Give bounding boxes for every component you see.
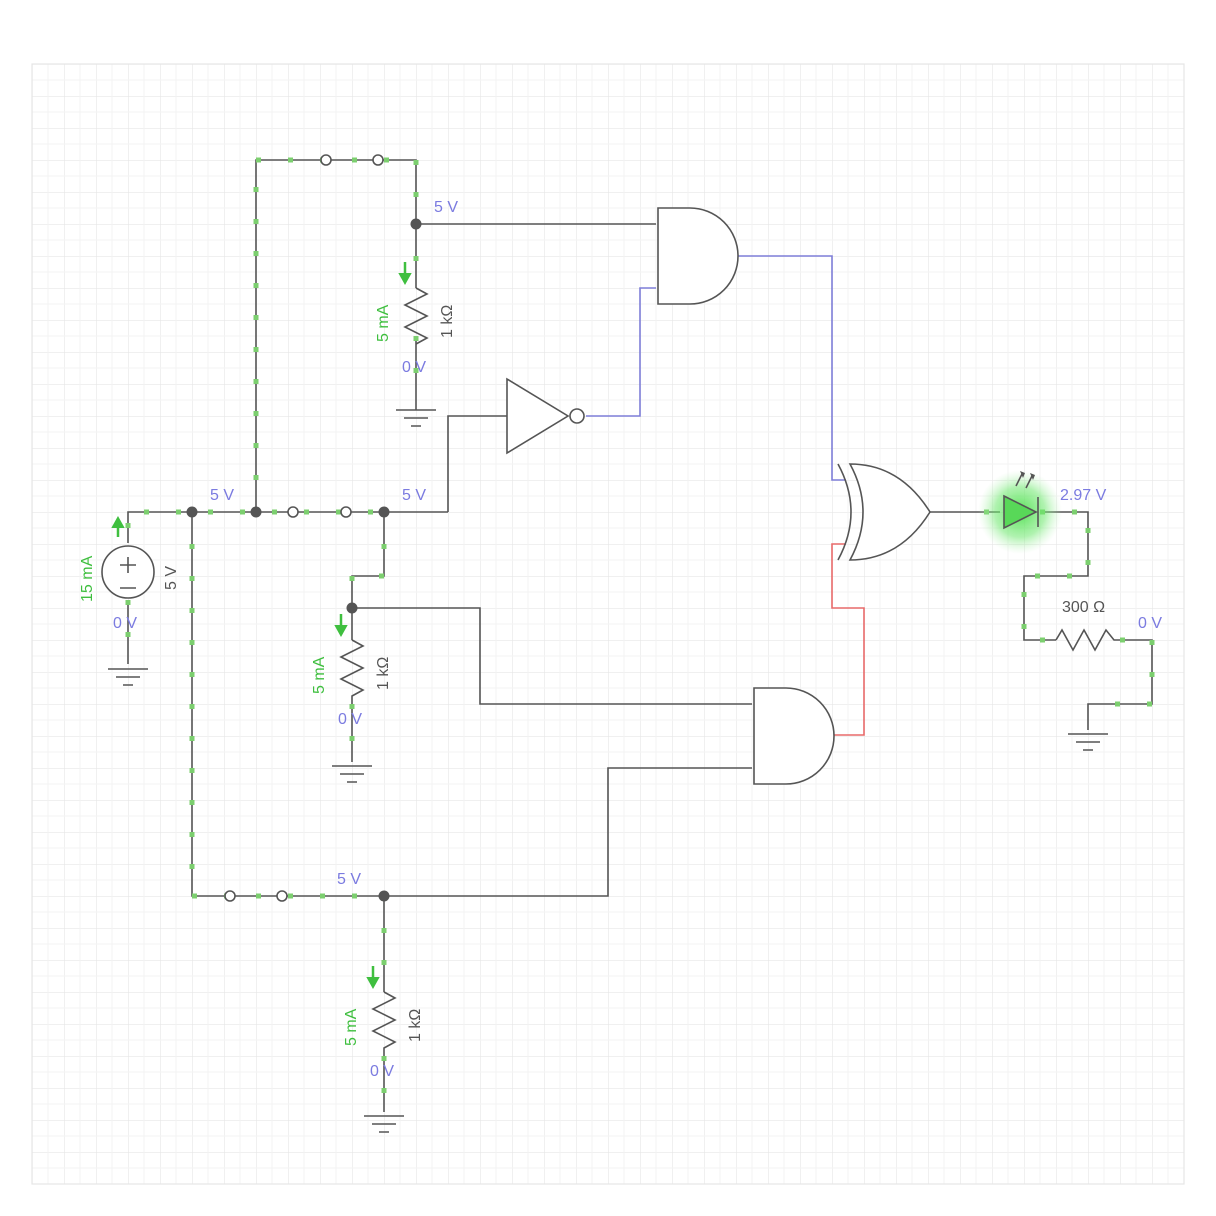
- led-voltage-label: 2.97 V: [1060, 487, 1107, 504]
- switch-contact[interactable]: [320, 154, 332, 166]
- ground-icon: [364, 1115, 404, 1133]
- switch-contact[interactable]: [287, 506, 299, 518]
- resistor-bottom-bottom-voltage: 0 V: [370, 1063, 394, 1080]
- resistor-mid-bottom-voltage: 0 V: [338, 711, 362, 728]
- switch-contact[interactable]: [372, 154, 384, 166]
- resistor-top-bottom-voltage: 0 V: [402, 359, 426, 376]
- resistor-top-current: 5 mA: [375, 304, 392, 342]
- resistor-bottom-top-voltage: 5 V: [337, 871, 361, 888]
- down-arrow-icon: [366, 977, 380, 990]
- rail-voltage-label-right: 5 V: [402, 487, 426, 504]
- source-bottom-voltage: 0 V: [113, 615, 137, 632]
- switch-contact[interactable]: [224, 890, 236, 902]
- resistor-top-value: 1 kΩ: [439, 305, 456, 338]
- resistor-bottom[interactable]: [371, 991, 397, 1056]
- ground-icon: [108, 668, 148, 686]
- ground-icon: [1068, 733, 1108, 751]
- resistor-led[interactable]: [1055, 628, 1120, 652]
- xor-gate[interactable]: [837, 463, 931, 561]
- switches: [224, 154, 384, 902]
- ground-icon: [396, 409, 436, 427]
- rail-voltage-label: 5 V: [210, 487, 234, 504]
- led[interactable]: [1003, 471, 1039, 530]
- ground-symbols: [108, 409, 1108, 1133]
- and-gate-top[interactable]: [657, 207, 739, 305]
- current-arrows: [334, 262, 412, 990]
- labels: 5 V 5 V 5 V 5 V 0 V 0 V 0 V 0 V 0 V 2.97…: [79, 199, 1162, 1080]
- logic-wires: [586, 255, 865, 736]
- down-arrow-icon: [398, 273, 412, 286]
- resistor-led-value: 300 Ω: [1062, 599, 1105, 616]
- grid-background: [31, 63, 1185, 1185]
- resistor-bottom-current: 5 mA: [343, 1008, 360, 1046]
- junctions: [186, 218, 422, 902]
- resistor-bottom-value: 1 kΩ: [407, 1009, 424, 1042]
- switch-contact[interactable]: [340, 506, 352, 518]
- source-voltage-label: 5 V: [163, 566, 180, 590]
- and-gate-bottom[interactable]: [753, 687, 835, 785]
- resistor-top-voltage: 5 V: [434, 199, 458, 216]
- voltage-source[interactable]: [101, 545, 155, 599]
- source-current-label: 15 mA: [79, 555, 96, 602]
- ground-icon: [332, 765, 372, 783]
- resistor-mid-current: 5 mA: [311, 656, 328, 694]
- not-gate[interactable]: [506, 377, 585, 455]
- resistor-top[interactable]: [403, 287, 429, 345]
- switch-contact[interactable]: [276, 890, 288, 902]
- down-arrow-icon: [334, 625, 348, 638]
- resistor-mid-value: 1 kΩ: [375, 657, 392, 690]
- resistor-led-bottom-voltage: 0 V: [1138, 615, 1162, 632]
- resistor-mid[interactable]: [339, 639, 365, 704]
